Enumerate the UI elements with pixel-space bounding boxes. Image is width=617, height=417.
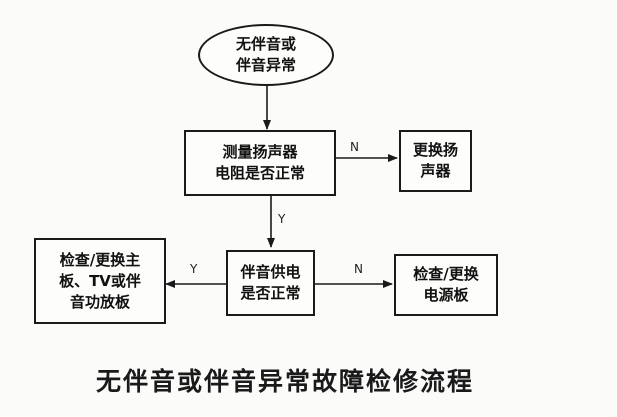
check-supply-node: 伴音供电 是否正常: [226, 250, 315, 316]
replace-power-node: 检查/更换 电源板: [394, 254, 498, 316]
replace-speaker-node: 更换扬 声器: [399, 130, 472, 192]
start-node: 无伴音或 伴音异常: [198, 24, 334, 86]
edge-label-supply-yes: Y: [190, 262, 198, 276]
replace-board-node: 检查/更换主 板、TV或伴 音功放板: [34, 238, 166, 324]
edge-label-supply-no: N: [354, 262, 363, 276]
diagram-title: 无伴音或伴音异常故障检修流程: [96, 367, 475, 396]
measure-speaker-node: 测量扬声器 电阻是否正常: [184, 130, 336, 196]
edge-label-measure-no: N: [350, 140, 359, 154]
edge-label-measure-yes: Y: [278, 212, 286, 226]
